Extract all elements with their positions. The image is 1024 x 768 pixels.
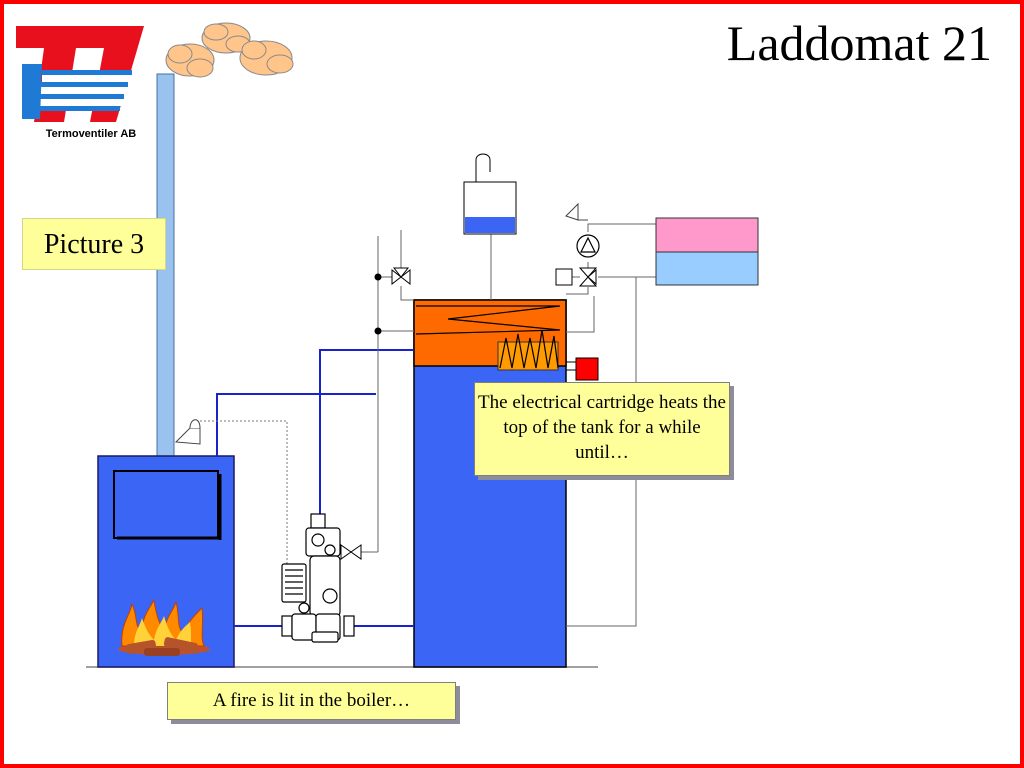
- slide-title: Laddomat 21: [726, 15, 992, 71]
- cartridge-callout: The electrical cartridge heats the top o…: [474, 382, 730, 476]
- circuit-lines: [361, 223, 656, 627]
- electrical-cartridge: [497, 329, 559, 371]
- valve-actuator-icon: [555, 268, 573, 286]
- storage-tank: [413, 299, 567, 668]
- laddomat-valve-unit: [281, 513, 355, 643]
- expansion-tank: [655, 217, 759, 286]
- pump-icon: [576, 234, 600, 258]
- laddomat-diagram: [16, 22, 759, 668]
- sensor-capillary: [200, 420, 288, 564]
- pipes: [216, 349, 414, 627]
- open-vessel: [463, 153, 517, 235]
- smoke-cloud: [165, 22, 294, 78]
- termoventiler-logo: [16, 26, 144, 122]
- company-name: Termoventiler AB: [45, 128, 137, 140]
- three-way-valve-icon: [391, 267, 598, 287]
- heating-coil-icon: [415, 305, 561, 335]
- boiler-thermometer-icon: [174, 419, 201, 445]
- thermostat-icon: [566, 357, 599, 381]
- thermometer-icon: [565, 202, 588, 221]
- picture-label: Picture 3: [22, 218, 166, 270]
- fire-callout: A fire is lit in the boiler…: [167, 682, 456, 720]
- fire-icon: [118, 598, 210, 656]
- shutoff-valve-icon: [340, 544, 362, 560]
